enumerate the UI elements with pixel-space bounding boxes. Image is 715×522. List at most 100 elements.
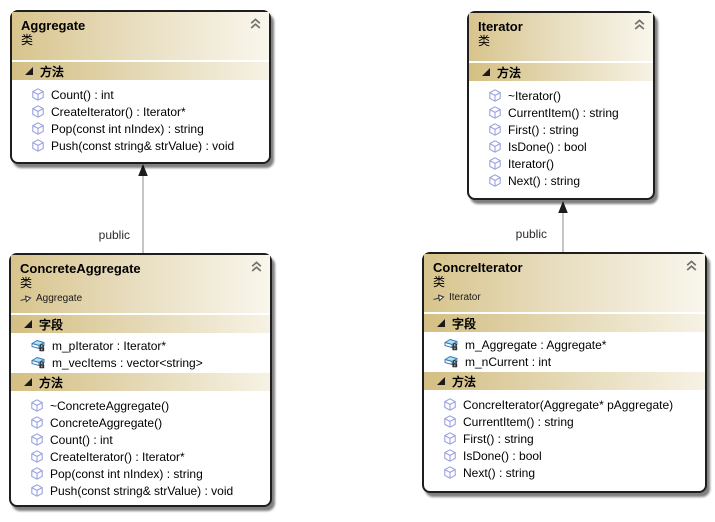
method-row[interactable]: CurrentItem() : string [469, 104, 653, 121]
private-field-icon [31, 339, 45, 352]
member-text: Pop(const int nIndex) : string [51, 121, 204, 136]
member-text: Push(const string& strValue) : void [50, 483, 234, 498]
method-row[interactable]: ConcreteAggregate() [11, 414, 270, 431]
fields-list: m_Aggregate : Aggregate* m_nCurrent : in… [424, 332, 705, 372]
method-row[interactable]: Pop(const int nIndex) : string [11, 465, 270, 482]
section-label: 方法 [497, 65, 522, 80]
inheritance-connector-left[interactable]: public [99, 164, 148, 253]
base-class-row: Aggregate [20, 293, 261, 305]
class-title: Aggregate [21, 18, 86, 33]
section-fields-header[interactable]: 字段 [11, 315, 270, 333]
collapse-chevron-icon[interactable] [250, 261, 263, 273]
member-text: Count() : int [51, 87, 114, 102]
collapse-chevron-icon[interactable] [249, 18, 262, 30]
section-methods-header[interactable]: 方法 [424, 372, 705, 390]
methods-list: ~Iterator() CurrentItem() : string First… [469, 81, 653, 189]
method-row[interactable]: IsDone() : bool [469, 138, 653, 155]
method-row[interactable]: CreateIterator() : Iterator* [12, 103, 269, 120]
method-icon [489, 140, 501, 153]
member-text: CreateIterator() : Iterator* [51, 104, 186, 119]
method-row[interactable]: CurrentItem() : string [424, 413, 705, 430]
method-icon [32, 139, 44, 152]
class-title: Iterator [478, 19, 523, 34]
methods-list: ConcreIterator(Aggregate* pAggregate) Cu… [424, 390, 705, 481]
expander-icon[interactable] [437, 319, 445, 327]
inherits-arrow-icon [433, 293, 445, 303]
expander-icon[interactable] [25, 67, 33, 75]
section-label: 方法 [452, 374, 477, 389]
method-row[interactable]: IsDone() : bool [424, 447, 705, 464]
member-text: Next() : string [508, 173, 581, 188]
field-row[interactable]: m_vecItems : vector<string> [11, 354, 270, 371]
method-icon [31, 467, 43, 480]
method-row[interactable]: Count() : int [12, 86, 269, 103]
base-class-row: Iterator [433, 292, 696, 304]
method-row[interactable]: Iterator() [469, 155, 653, 172]
member-text: Pop(const int nIndex) : string [50, 466, 203, 481]
method-icon [489, 89, 501, 102]
method-row[interactable]: Next() : string [469, 172, 653, 189]
member-text: IsDone() : bool [463, 448, 542, 463]
method-row[interactable]: CreateIterator() : Iterator* [11, 448, 270, 465]
field-row[interactable]: m_pIterator : Iterator* [11, 337, 270, 354]
method-row[interactable]: First() : string [424, 430, 705, 447]
method-row[interactable]: Push(const string& strValue) : void [11, 482, 270, 499]
class-header[interactable]: ConcreteAggregate 类 Aggregate [11, 255, 270, 315]
method-icon [444, 466, 456, 479]
method-icon [489, 123, 501, 136]
member-text: Count() : int [50, 432, 113, 447]
method-row[interactable]: Next() : string [424, 464, 705, 481]
base-class-name: Aggregate [36, 293, 83, 304]
method-row[interactable]: Push(const string& strValue) : void [12, 137, 269, 154]
class-header[interactable]: ConcreIterator 类 Iterator [424, 254, 705, 314]
expander-icon[interactable] [482, 68, 490, 76]
section-methods-header[interactable]: 方法 [11, 373, 270, 391]
member-text: Next() : string [463, 465, 536, 480]
expander-icon[interactable] [437, 377, 445, 385]
method-icon [31, 399, 43, 412]
member-text: ConcreteAggregate() [50, 415, 163, 430]
section-methods-header[interactable]: 方法 [469, 63, 653, 81]
method-icon [32, 88, 44, 101]
class-header[interactable]: Iterator 类 [469, 13, 653, 63]
method-icon [444, 415, 456, 428]
class-kind-label: 类 [433, 275, 446, 289]
member-text: m_nCurrent : int [465, 354, 552, 369]
method-icon [489, 106, 501, 119]
class-header[interactable]: Aggregate 类 [12, 12, 269, 62]
member-text: ~ConcreteAggregate() [50, 398, 170, 413]
base-class-name: Iterator [449, 292, 481, 303]
member-text: First() : string [508, 122, 579, 137]
methods-list: ~ConcreteAggregate() ConcreteAggregate()… [11, 391, 270, 499]
method-row[interactable]: Count() : int [11, 431, 270, 448]
member-text: ~Iterator() [508, 88, 562, 103]
class-box-concrete-aggregate[interactable]: ConcreteAggregate 类 Aggregate 字段 m_pIter… [9, 253, 272, 507]
method-row[interactable]: First() : string [469, 121, 653, 138]
field-row[interactable]: m_nCurrent : int [424, 353, 705, 370]
method-row[interactable]: ConcreIterator(Aggregate* pAggregate) [424, 396, 705, 413]
class-box-iterator[interactable]: Iterator 类 方法 ~Iterator() CurrentItem() … [467, 11, 655, 200]
expander-icon[interactable] [24, 378, 32, 386]
inheritance-connector-right[interactable]: public [516, 201, 568, 252]
class-box-concre-iterator[interactable]: ConcreIterator 类 Iterator 字段 m_Aggregate… [422, 252, 707, 493]
class-kind-label: 类 [20, 276, 33, 290]
method-icon [489, 157, 501, 170]
section-label: 字段 [452, 316, 477, 331]
field-row[interactable]: m_Aggregate : Aggregate* [424, 336, 705, 353]
member-text: CurrentItem() : string [508, 105, 619, 120]
collapse-chevron-icon[interactable] [633, 19, 646, 31]
method-row[interactable]: ~ConcreteAggregate() [11, 397, 270, 414]
section-methods-header[interactable]: 方法 [12, 62, 269, 80]
method-icon [31, 416, 43, 429]
method-row[interactable]: ~Iterator() [469, 87, 653, 104]
inheritance-arrowhead-icon [138, 164, 148, 176]
section-fields-header[interactable]: 字段 [424, 314, 705, 332]
method-row[interactable]: Pop(const int nIndex) : string [12, 120, 269, 137]
class-box-aggregate[interactable]: Aggregate 类 方法 Count() : int CreateItera… [10, 10, 271, 164]
private-field-icon [444, 338, 458, 351]
collapse-chevron-icon[interactable] [685, 260, 698, 272]
expander-icon[interactable] [24, 320, 32, 328]
class-kind-label: 类 [478, 34, 491, 48]
section-label: 方法 [40, 64, 65, 79]
